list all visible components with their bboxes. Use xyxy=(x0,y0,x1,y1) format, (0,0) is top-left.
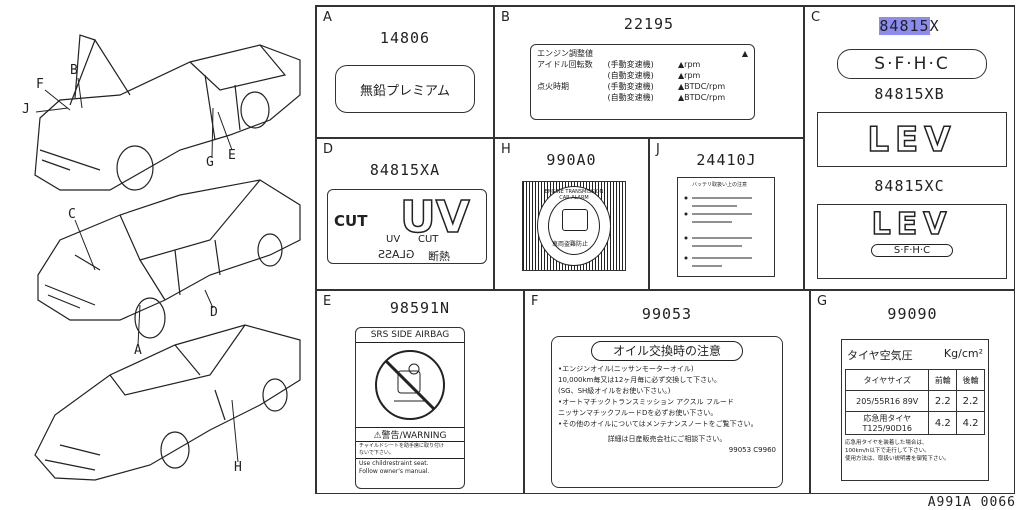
car-icon xyxy=(562,209,588,231)
warning-heading: ⚠警告/WARNING xyxy=(356,427,464,442)
callout-a: A xyxy=(134,343,142,358)
cell-g[interactable]: G 99090 タイヤ空気圧 Kg/cm² タイヤサイズ前輪後輪 205/55R… xyxy=(810,290,1015,494)
warning-jp: チャイルドシートを助手席に取り付けないで下さい。 xyxy=(359,443,444,456)
callout-d: D xyxy=(210,305,218,320)
label-srs-side-airbag: SRS SIDE AIRBAG ⚠警告/WARNING チャイルドシートを助手席… xyxy=(355,327,465,489)
emblem-lev-sfhc: LEV S·F·H·C xyxy=(817,204,1007,279)
label-car-alarm: ENGINE TRANSMISSION CAR ALARM 車両盗難防止 xyxy=(522,181,626,271)
battery-lines-icon xyxy=(684,196,752,267)
uv-cut-left: CUT xyxy=(334,212,368,230)
cell-b[interactable]: B 22195 エンジン調整値 ▲ アイドル回転数(手動変速機)▲rpm (自動… xyxy=(494,6,804,138)
oil-line: 10,000km毎又は12ヶ月毎に必ず交換して下さい。 xyxy=(558,376,722,384)
label-uv-cut: CUT UV UV CUT GLASS 断熱 xyxy=(327,189,487,264)
emblem-lev-text: LEV xyxy=(871,206,953,243)
cell-letter: D xyxy=(323,142,334,157)
cell-h[interactable]: H 990A0 ENGINE TRANSMISSION CAR ALARM 車両… xyxy=(494,138,649,290)
part-number: 14806 xyxy=(379,29,431,47)
part-number: 99090 xyxy=(887,305,938,323)
cell-c[interactable]: C 84815X S·F·H·C 84815XB LEV 84815XC LEV… xyxy=(804,6,1015,290)
engine-tuning-title: エンジン調整値 xyxy=(537,49,593,58)
cell-j[interactable]: J 24410J バッテリ取扱い上の注意 xyxy=(649,138,804,290)
part-number: 22195 xyxy=(623,15,675,33)
glass-mirrored: GLASS xyxy=(378,248,415,261)
oil-line: (SG、SH級オイルをお使い下さい。) xyxy=(558,387,671,395)
airbag-title: SRS SIDE AIRBAG xyxy=(356,328,464,343)
oil-change-title: オイル交換時の注意 xyxy=(591,341,743,361)
tire-title: タイヤ空気圧 xyxy=(847,349,913,362)
oil-line: •エンジンオイル(ニッサンモーターオイル) xyxy=(558,365,694,373)
diagram-id: A991A 0066 xyxy=(927,495,1016,510)
cut-sub: CUT xyxy=(418,234,439,245)
cell-letter: F xyxy=(531,294,539,309)
part-number: 84815XA xyxy=(369,161,441,179)
vehicle-illustrations: F B J G E C D A H xyxy=(0,0,315,495)
part-number: 24410J xyxy=(696,151,757,169)
callout-j: J xyxy=(22,102,30,117)
part-number: 990A0 xyxy=(546,151,597,169)
callout-c: C xyxy=(68,207,76,222)
part-number-2: 84815XB xyxy=(874,85,945,103)
cell-d[interactable]: D 84815XA CUT UV UV CUT GLASS 断熱 xyxy=(316,138,494,290)
tire-unit: Kg/cm² xyxy=(943,347,983,360)
callout-f: F xyxy=(36,77,44,92)
cell-letter: E xyxy=(323,294,332,309)
part-number-highlight: 84815 xyxy=(879,17,930,35)
cell-e[interactable]: E 98591N SRS SIDE AIRBAG ⚠警告/WARNING チャイ… xyxy=(316,290,524,494)
cell-a[interactable]: A 14806 無鉛プレミアム xyxy=(316,6,494,138)
label-battery-caution: バッテリ取扱い上の注意 xyxy=(677,177,775,277)
tuning-row: 点火時期(手動変速機)▲BTDC/rpm xyxy=(537,82,726,91)
oil-code: 99053 C9960 xyxy=(728,446,776,454)
battery-caution-title: バッテリ取扱い上の注意 xyxy=(692,182,748,188)
warning-en: Use childrestraint seat.Follow owner's m… xyxy=(356,458,464,477)
alarm-ring: ENGINE TRANSMISSION CAR ALARM 車両盗難防止 xyxy=(537,186,611,266)
label-grid: A 14806 無鉛プレミアム B 22195 エンジン調整値 ▲ アイドル回転… xyxy=(315,5,1015,494)
callout-h: H xyxy=(234,460,242,475)
callout-b: B xyxy=(70,63,78,78)
cell-letter: G xyxy=(817,294,828,309)
car-drawings xyxy=(34,34,301,481)
oil-line: ニッサンマチックフルードDを必ずお使い下さい。 xyxy=(558,409,718,417)
tire-notes: 応急用タイヤを装着した場合は、100km/h以下で走行して下さい。使用方法は、取… xyxy=(845,440,950,462)
insulation-text: 断熱 xyxy=(428,250,450,263)
callout-g: G xyxy=(206,155,214,170)
oil-line: •オートマチックトランスミッション アクスル フルード xyxy=(558,398,734,406)
label-engine-tuning: エンジン調整値 ▲ アイドル回転数(手動変速機)▲rpm (自動変速機)▲rpm… xyxy=(530,44,755,120)
cell-letter: J xyxy=(656,142,660,157)
tuning-row: (自動変速機)▲rpm xyxy=(607,71,701,80)
emblem-sfhc: S·F·H·C xyxy=(837,49,987,79)
uv-sub: UV xyxy=(386,234,401,245)
callout-e: E xyxy=(228,148,236,163)
cell-letter: C xyxy=(811,10,821,25)
tire-title-row: タイヤ空気圧 Kg/cm² xyxy=(845,343,985,369)
alarm-inner-ring xyxy=(548,197,600,255)
part-number: 98591N xyxy=(389,299,451,317)
part-number-3: 84815XC xyxy=(874,177,945,195)
warning-triangle-icon: ▲ xyxy=(741,49,748,58)
oil-line: 詳細は日産販売会社にご相談下さい。 xyxy=(607,435,727,443)
oil-line: •その他のオイルについてはメンテナンスノートをご覧下さい。 xyxy=(558,420,758,428)
label-unleaded-premium: 無鉛プレミアム xyxy=(335,65,475,113)
cell-f[interactable]: F 99053 オイル交換時の注意 •エンジンオイル(ニッサンモーターオイル) … xyxy=(524,290,810,494)
label-oil-change: オイル交換時の注意 •エンジンオイル(ニッサンモーターオイル) 10,000km… xyxy=(551,336,783,488)
no-child-seat-icon xyxy=(375,350,445,420)
emblem-sfhc-small: S·F·H·C xyxy=(871,244,953,257)
part-number: 99053 xyxy=(641,305,693,323)
alarm-ring-text: ENGINE TRANSMISSION CAR ALARM xyxy=(544,189,604,201)
alarm-sub-text: 車両盗難防止 xyxy=(552,241,589,248)
tuning-row: アイドル回転数(手動変速機)▲rpm xyxy=(537,60,701,69)
part-number: 84815X xyxy=(879,17,940,35)
emblem-lev: LEV xyxy=(817,112,1007,167)
cell-letter: B xyxy=(501,10,510,25)
tuning-row: (自動変速機)▲BTDC/rpm xyxy=(607,93,726,102)
cell-letter: A xyxy=(323,10,332,25)
uv-large: UV xyxy=(399,191,470,244)
cell-letter: H xyxy=(501,142,511,157)
